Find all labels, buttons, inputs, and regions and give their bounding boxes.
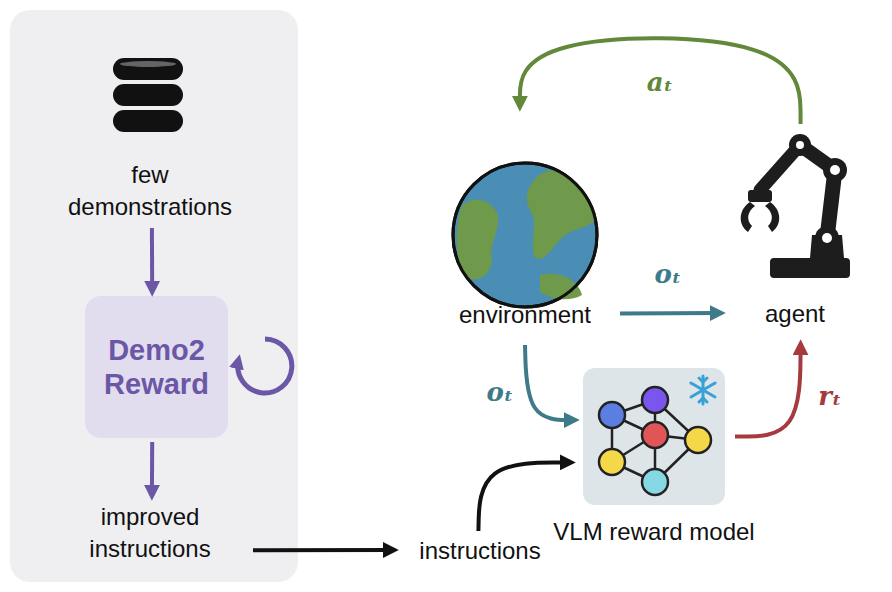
robot-joint-hole	[822, 233, 832, 243]
group-panel	[10, 10, 298, 582]
node-text: improved instructions	[55, 501, 245, 565]
node-text: Demo2 Reward	[85, 333, 228, 401]
data-source: few demonstrations	[55, 158, 245, 224]
connector-arrow	[520, 38, 801, 124]
database-disc	[113, 58, 183, 80]
robot-joint	[815, 226, 839, 250]
network-link	[654, 435, 657, 482]
network-link	[612, 435, 655, 462]
network-link	[612, 400, 655, 415]
connector-arrow	[478, 462, 571, 531]
edge-label: oₜ	[655, 259, 682, 289]
continent	[527, 170, 596, 259]
agent-node: agent	[725, 130, 865, 330]
snowflake-arm	[691, 383, 715, 397]
robot-claw	[765, 202, 779, 232]
database-icon	[113, 58, 183, 132]
node-text: VLM reward model	[553, 516, 755, 548]
connector-arrow	[253, 548, 394, 552]
loop-symbol	[238, 339, 292, 393]
network-link	[611, 415, 614, 462]
earth-globe	[453, 163, 597, 307]
output-text: improved instructions	[55, 500, 245, 566]
earth-icon	[453, 163, 597, 307]
process-box: Demo2 Reward	[85, 296, 228, 438]
snowflake-branch	[699, 398, 703, 402]
robot-joint	[823, 158, 847, 182]
network-link	[612, 462, 655, 482]
snowflake-branch	[703, 398, 707, 402]
network-link	[655, 400, 698, 440]
network-node	[599, 449, 625, 475]
network-link	[655, 440, 698, 482]
network-node	[642, 422, 668, 448]
robot-joint-hole	[830, 165, 840, 175]
robot-claw	[741, 202, 755, 232]
robot-icon	[741, 134, 850, 278]
network-link	[612, 415, 655, 435]
robot-joint-hole	[796, 141, 804, 149]
network-link	[655, 435, 698, 440]
network-node	[599, 402, 625, 428]
network-node	[642, 469, 668, 495]
database-disc	[113, 84, 183, 106]
node-text: instructions	[419, 535, 540, 567]
robot-base	[770, 258, 850, 278]
network-links	[612, 400, 698, 482]
node-text: environment	[459, 299, 591, 331]
connector-arrow	[150, 442, 154, 496]
connector-arrow	[735, 344, 801, 437]
input-text: instructions	[400, 534, 560, 568]
environment-node: environment	[440, 155, 610, 331]
network-link	[654, 400, 657, 435]
snowflake-arm	[691, 383, 715, 397]
node-text: agent	[765, 298, 825, 330]
snowflake-branch	[703, 378, 707, 382]
database-disc	[113, 110, 183, 132]
snowflake-branch	[699, 378, 703, 382]
edge-label: aₜ	[647, 67, 673, 97]
network-node	[642, 387, 668, 413]
earth-outline	[453, 163, 597, 307]
connector-arrow	[150, 228, 154, 292]
edge-label: oₜ	[487, 377, 514, 407]
snowflake-icon	[691, 376, 715, 404]
continent	[457, 200, 498, 279]
snowflake-arm	[702, 376, 705, 404]
model-box: VLM reward model	[583, 368, 725, 505]
connector-arrow	[620, 311, 721, 315]
edge-label: rₜ	[818, 381, 841, 411]
robot-joint	[789, 134, 811, 156]
network-node	[685, 427, 711, 453]
robot-wrist	[748, 190, 772, 202]
database-shine	[120, 61, 176, 67]
connector-arrow	[525, 345, 575, 420]
node-text: few demonstrations	[55, 159, 245, 223]
network-nodes	[599, 387, 711, 495]
